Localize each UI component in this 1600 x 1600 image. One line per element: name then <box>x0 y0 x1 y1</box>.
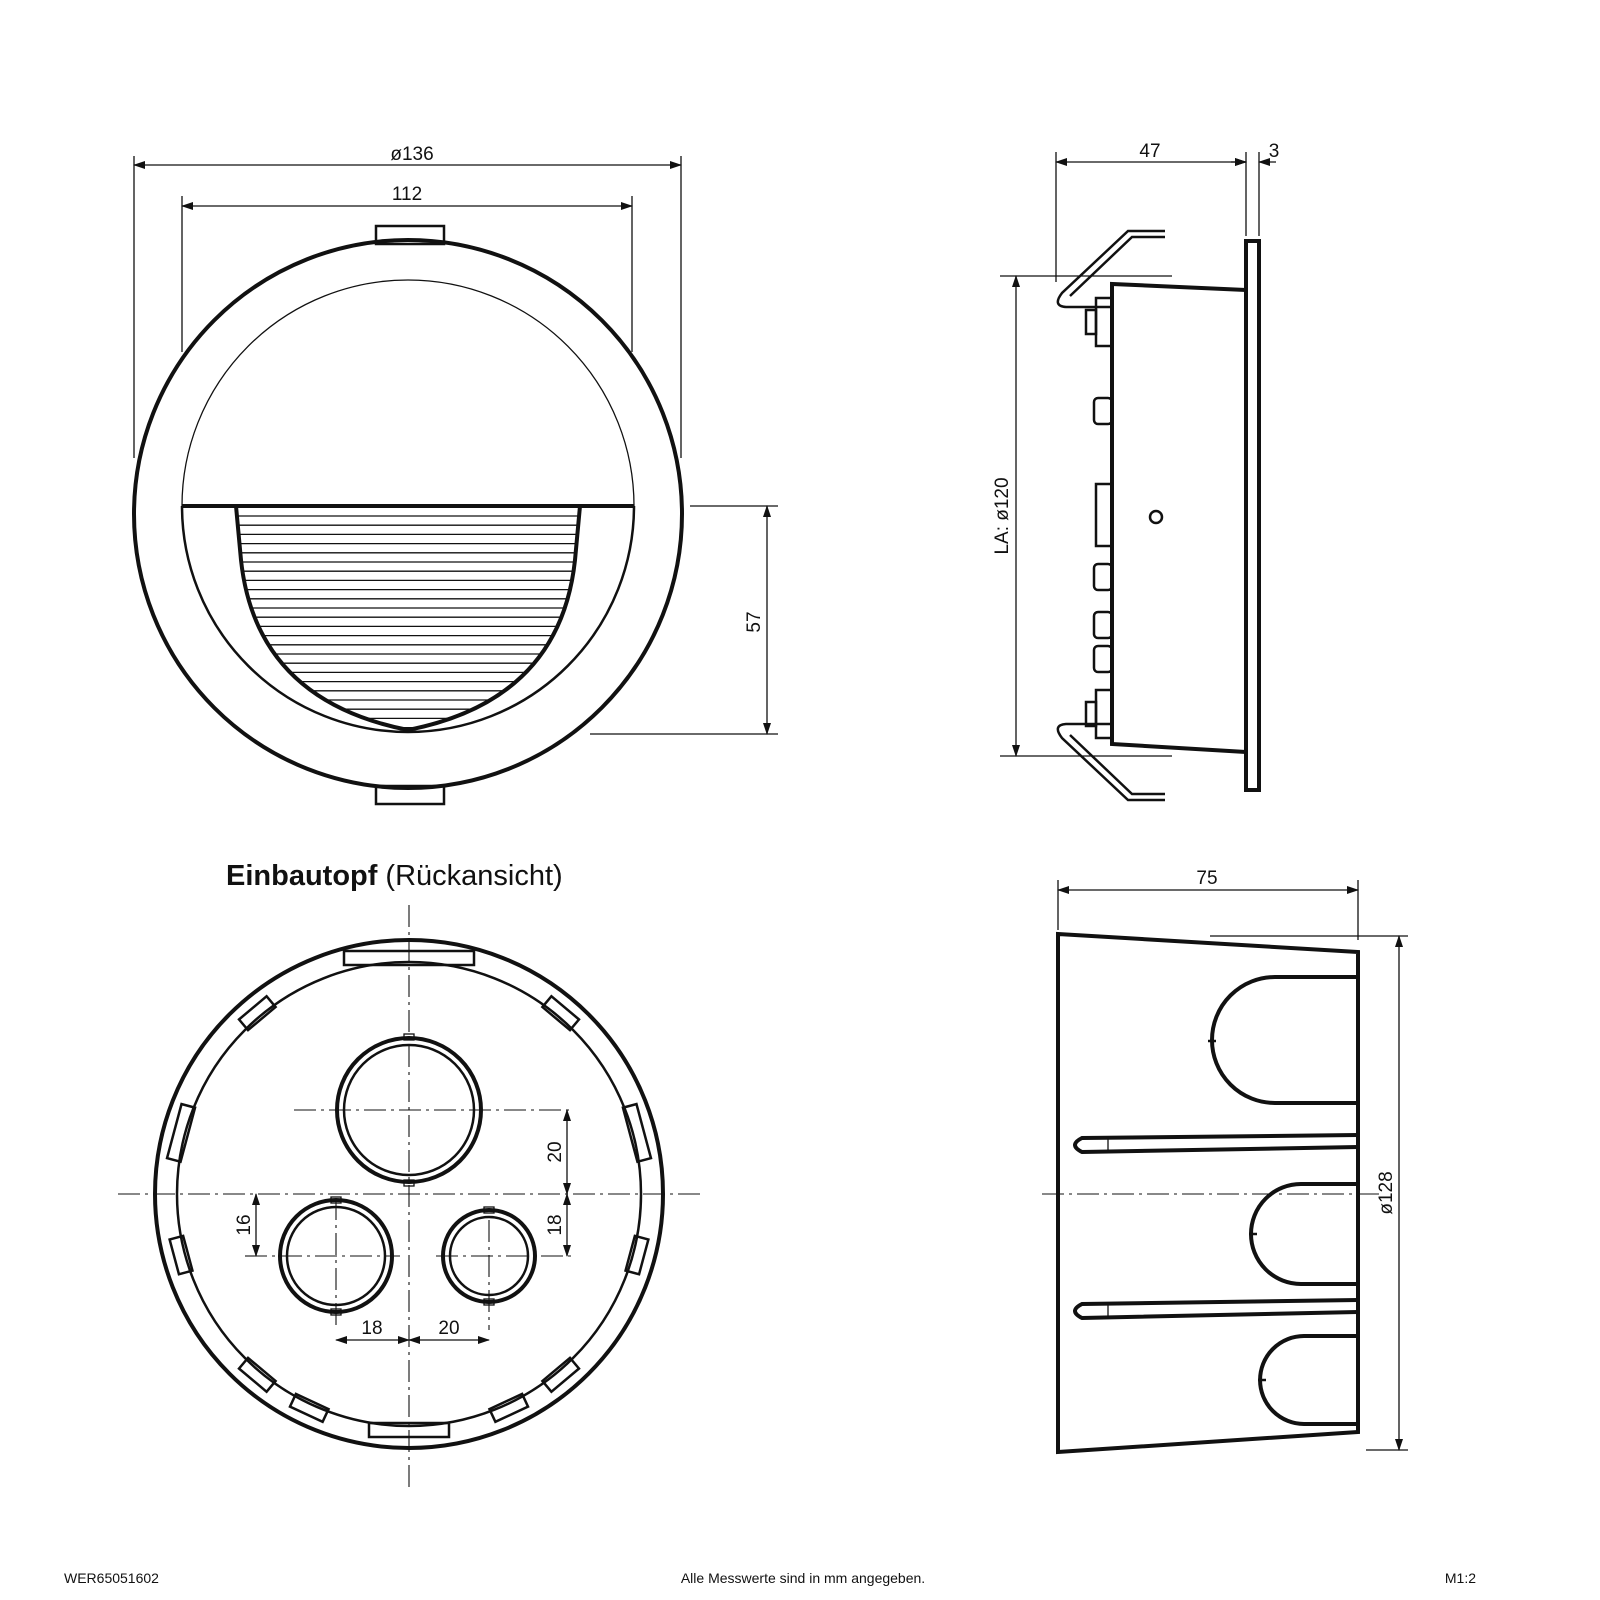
dim-box-diameter: ø128 <box>1376 1171 1397 1214</box>
boss <box>1092 396 1114 426</box>
dim-top-offset: 20 <box>545 1141 566 1162</box>
inner-arc <box>181 279 635 507</box>
dim-left-offset: 16 <box>234 1214 255 1235</box>
rear-view: Einbautopf(Rückansicht) 20 18 <box>118 860 700 1490</box>
connector-bottom <box>1094 688 1114 740</box>
lamella-outline <box>234 505 582 733</box>
connector-mid <box>1094 482 1114 548</box>
side-view: 47 3 LA: ø120 <box>992 141 1280 802</box>
rear-view-title: Einbautopf(Rückansicht) <box>226 860 563 892</box>
rim-tab <box>165 1102 197 1164</box>
box-side-view: 75 ø128 <box>1042 868 1408 1455</box>
dim-box-depth: 75 <box>1196 868 1217 889</box>
bottom-spring-clip <box>1056 722 1165 802</box>
knockout-profile-medium <box>1249 1182 1358 1286</box>
box-inner-rim <box>175 960 643 1428</box>
rim-tab <box>540 994 581 1032</box>
dim-inner-width: 112 <box>392 184 422 205</box>
knockout-profile-large <box>1210 975 1358 1105</box>
rim-tab <box>342 949 476 967</box>
front-flange <box>1244 239 1261 792</box>
rim-tab <box>487 1392 530 1424</box>
top-tab <box>374 224 446 246</box>
rim-tab <box>237 994 278 1032</box>
box-outline <box>1056 931 1360 1455</box>
knockout-profile-small <box>1258 1334 1358 1426</box>
dim-bottom-right: 20 <box>438 1318 459 1339</box>
rib-lower <box>1073 1298 1359 1321</box>
rib-upper <box>1073 1133 1359 1155</box>
box-outer-rim <box>153 938 665 1450</box>
dim-right-offset: 18 <box>545 1214 566 1235</box>
boss <box>1092 644 1114 674</box>
rim-tab <box>367 1421 451 1439</box>
connector-top <box>1094 296 1114 348</box>
top-spring-clip <box>1056 229 1165 309</box>
unit-note: Alle Messwerte sind in mm angegeben. <box>681 1570 925 1586</box>
front-view: ø136 112 57 <box>132 144 778 806</box>
knockout-large <box>335 1036 483 1184</box>
rim-tab <box>624 1234 650 1276</box>
housing-body <box>1110 281 1247 754</box>
knockout-right <box>441 1208 537 1304</box>
screw-hole <box>1148 509 1164 525</box>
dim-bottom-left: 18 <box>361 1318 382 1339</box>
dim-lamella-height: 57 <box>744 611 765 632</box>
rim-tab <box>540 1356 581 1394</box>
dim-outer-diameter: ø136 <box>390 144 433 165</box>
dim-depth: 47 <box>1139 141 1160 162</box>
title-bold: Einbautopf <box>226 860 378 892</box>
rim-tab <box>288 1392 331 1424</box>
boss <box>1092 610 1114 640</box>
scale: M1:2 <box>1445 1570 1476 1586</box>
dim-flange: 3 <box>1269 141 1280 162</box>
cover-contour <box>180 505 636 734</box>
title-normal: (Rückansicht) <box>385 860 562 892</box>
outer-ring <box>132 238 684 790</box>
rim-tabs <box>165 949 653 1439</box>
article-number: WER65051602 <box>64 1570 159 1586</box>
rim-tab <box>621 1102 653 1164</box>
rim-tab <box>168 1234 194 1276</box>
knockout-left <box>278 1198 394 1314</box>
boss <box>1092 562 1114 592</box>
footer: WER65051602 Alle Messwerte sind in mm an… <box>64 1570 1476 1586</box>
dim-cutout: LA: ø120 <box>992 477 1013 554</box>
rim-tab <box>237 1356 278 1394</box>
